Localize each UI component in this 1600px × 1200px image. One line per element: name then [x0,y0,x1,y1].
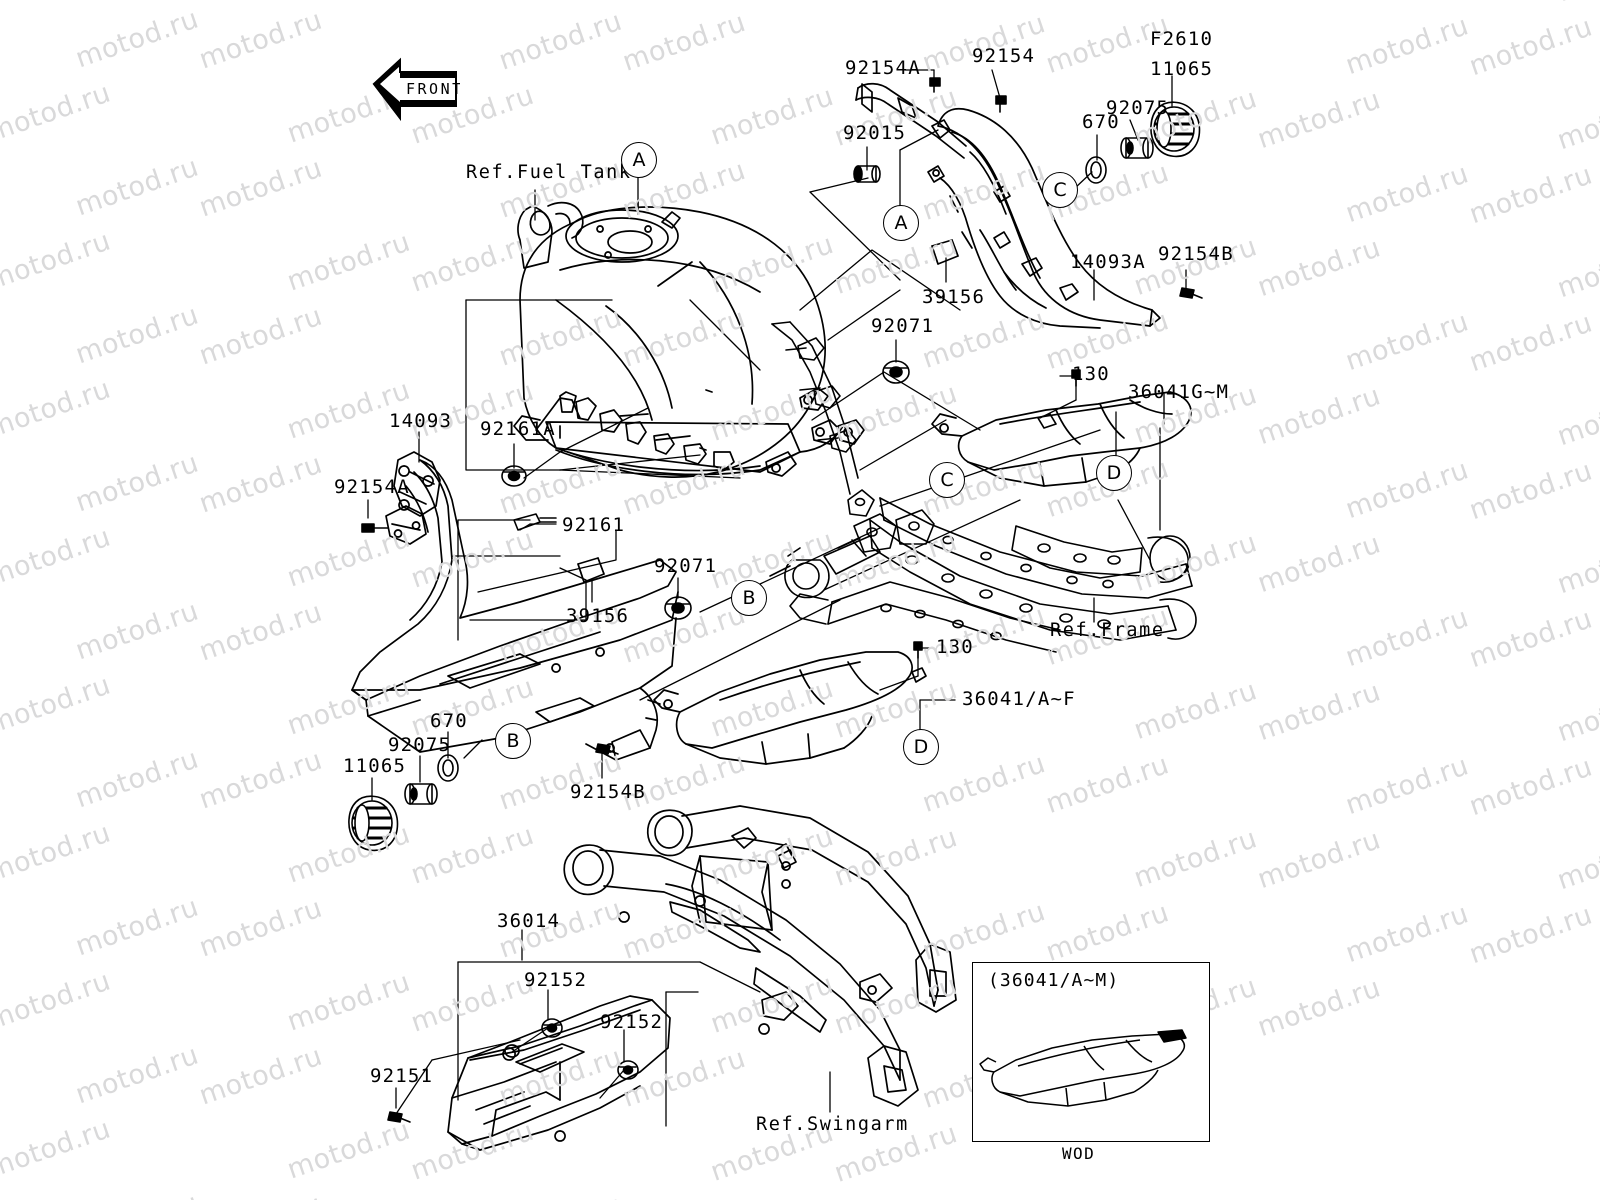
part-label-92161: 92161 [562,514,626,536]
part-label-11065-left: 11065 [343,755,407,777]
figure-code-label: F2610 [1150,28,1214,50]
part-label-92015: 92015 [843,122,907,144]
part-label-92154b-left: 92154B [570,781,646,803]
ref-frame-label: Ref.Frame [1050,620,1165,641]
part-label-36041af: 36041/A~F [962,688,1076,710]
part-label-36041gm: 36041G~M [1128,381,1230,403]
part-label-92075-left: 92075 [388,734,452,756]
part-label-92071-left: 92071 [654,555,718,577]
part-label-130-mid: 130 [936,636,974,658]
part-label-11065-top: 11065 [1150,58,1214,80]
part-label-130-top: 130 [1072,363,1110,385]
part-label-36014: 36014 [497,910,561,932]
callout-circle-b-frame: B [731,580,767,616]
part-label-92154a-left: 92154A [334,476,410,498]
inset-artwork [972,962,1208,1144]
callout-circle-b-left: B [495,723,531,759]
part-label-92154b-top: 92154B [1158,243,1234,265]
part-label-92154-top: 92154 [972,45,1036,67]
part-label-92152-a: 92152 [524,969,588,991]
ref-swingarm-label: Ref.Swingarm [756,1114,909,1135]
part-label-92152-b: 92152 [600,1011,664,1033]
callout-circle-d-upper: D [1096,455,1132,491]
ref-fuel-tank-label: Ref.Fuel Tank [466,162,632,183]
part-label-92151: 92151 [370,1065,434,1087]
part-label-14093: 14093 [389,410,453,432]
svg-text:FRONT: FRONT [406,80,460,98]
callout-circle-a-tank: A [621,142,657,178]
part-label-39156-left: 39156 [566,605,630,627]
callout-circle-c-frame: C [929,462,965,498]
callout-circle-c-top: C [1042,172,1078,208]
inset-caption: (36041/A~M) [988,970,1120,991]
part-label-92075-top: 92075 [1106,97,1170,119]
inset-footer-label: WOD [1062,1144,1096,1163]
part-label-670-left: 670 [430,710,468,732]
part-label-92071-top: 92071 [871,315,935,337]
part-label-39156-top: 39156 [922,286,986,308]
callout-circle-d-lower: D [903,729,939,765]
part-label-92154a-top: 92154A [845,57,921,79]
inset-detail-box [972,962,1210,1142]
callout-circle-a-cover: A [883,205,919,241]
front-direction-marker: FRONT [370,52,461,136]
part-label-92161a: 92161A [480,418,556,440]
part-label-14093a: 14093A [1070,251,1146,273]
part-label-670-top: 670 [1082,111,1120,133]
